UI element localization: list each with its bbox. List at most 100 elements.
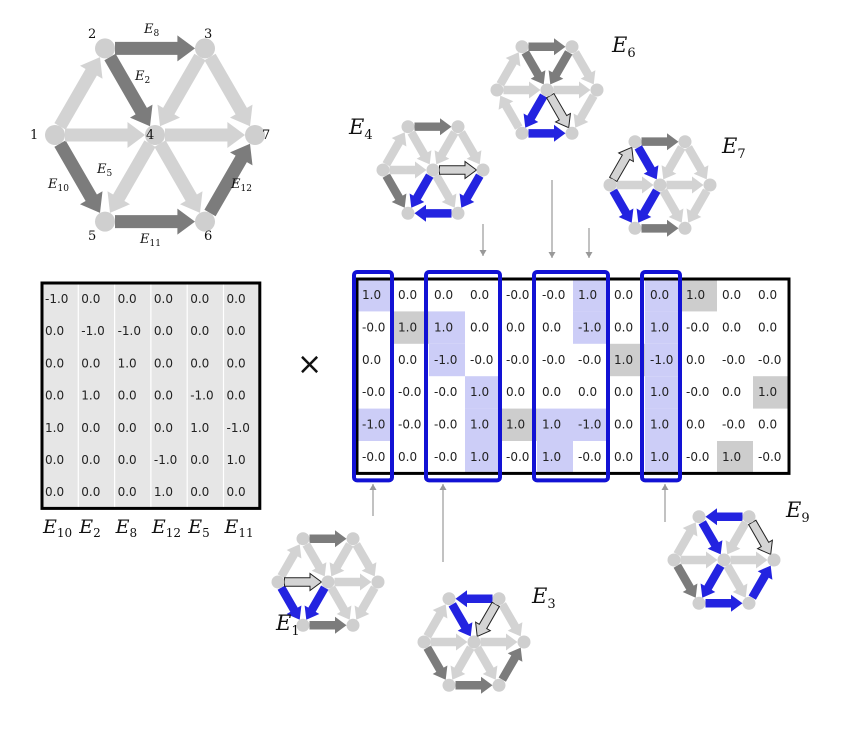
small-graph-e9 — [667, 508, 781, 612]
left-matrix-cell: 1.0 — [118, 356, 137, 370]
ge6-edge-5-6 — [528, 124, 566, 142]
ge4-edge-1-4 — [389, 161, 427, 179]
ge4-edge-6-5 — [414, 204, 452, 222]
right-matrix-cell: 1.0 — [542, 418, 561, 432]
left-matrix-cell: 0.0 — [227, 324, 246, 338]
big-node-5 — [95, 211, 115, 232]
ge1-edge-2-3 — [309, 530, 347, 548]
ge7-edge-4-5 — [636, 188, 661, 223]
right-matrix-cell: -1.0 — [434, 353, 457, 367]
right-matrix-cell-shade — [537, 408, 573, 441]
left-matrix-cell: 0.0 — [118, 389, 137, 403]
node-label-7: 7 — [262, 128, 270, 143]
right-matrix-cell-shade — [501, 408, 537, 441]
ge9-edge-2-4 — [698, 520, 723, 555]
ge7-node-5 — [628, 221, 642, 235]
right-matrix-cell-shade — [429, 343, 465, 377]
left-matrix-cell: 0.0 — [154, 421, 173, 435]
ge6-edge-7-6 — [573, 93, 598, 128]
left-matrix-cell: 0.0 — [81, 421, 100, 435]
ge1-edge-4-6 — [327, 585, 352, 620]
left-matrix-cell: 0.0 — [227, 356, 246, 370]
edge-label-e10: E10 — [47, 177, 69, 194]
ge3-edge-3-7 — [498, 602, 523, 637]
right-matrix-cell: 0.0 — [758, 288, 777, 302]
left-matrix-cell: 0.0 — [118, 485, 137, 499]
ge7-node-6 — [678, 221, 692, 235]
connector-arrowhead — [548, 252, 556, 258]
right-matrix-cell: 1.0 — [470, 418, 489, 432]
right-matrix-cell: -0.0 — [686, 450, 709, 464]
small-graph-labels: E1 E3 E4 E6 E7 E9 — [275, 33, 810, 639]
right-matrix-cell: -0.0 — [578, 450, 601, 464]
ge7-edge-3-4 — [661, 145, 686, 180]
right-matrix-cell: 0.0 — [470, 320, 489, 334]
ge6-edge-3-4 — [548, 50, 573, 85]
right-matrix-cell-shade — [573, 408, 609, 441]
left-matrix-column-label: E10 — [42, 516, 72, 540]
left-matrix-cell: 1.0 — [227, 453, 246, 467]
left-matrix-cell: 1.0 — [190, 421, 209, 435]
right-matrix-cell-shade — [465, 441, 501, 474]
big-node-3 — [195, 38, 215, 59]
ge6-node-1 — [490, 83, 504, 97]
left-matrix-cell: -1.0 — [118, 324, 141, 338]
left-matrix-column-label: E12 — [151, 516, 181, 540]
ge1-edge-5-6 — [309, 616, 347, 634]
ge4-edge-3-4 — [434, 130, 459, 165]
big-edge-3-4 — [157, 53, 206, 127]
ge1-node-2 — [296, 532, 310, 546]
right-matrix-cell-shade — [645, 408, 681, 441]
left-matrix-cell: 0.0 — [190, 324, 209, 338]
right-matrix-cell: 0.0 — [398, 450, 417, 464]
left-matrix-cell: -1.0 — [81, 324, 104, 338]
left-matrix-cell: 0.0 — [154, 389, 173, 403]
edge-label-e2: E2 — [134, 69, 150, 86]
ge9-edge-3-4 — [725, 520, 750, 555]
reference-graph — [45, 35, 265, 235]
right-matrix-cell: -0.0 — [542, 288, 565, 302]
ge4-node-3 — [451, 120, 465, 134]
ge1-edge-1-5 — [277, 585, 302, 620]
right-matrix-cell: 1.0 — [650, 320, 669, 334]
right-matrix-cell: -0.0 — [722, 418, 745, 432]
graph-label-e3: E3 — [531, 584, 556, 612]
left-matrix-cell: 0.0 — [190, 453, 209, 467]
graph-label-e1: E1 — [275, 611, 300, 639]
left-matrix-cell: -1.0 — [45, 292, 68, 306]
left-matrix-column-label: E8 — [115, 516, 138, 540]
ge6-edge-5-1 — [498, 95, 523, 130]
right-matrix-cell: 0.0 — [614, 385, 633, 399]
ge1-edge-3-4 — [329, 542, 354, 577]
ge4-edge-7-6 — [459, 173, 484, 208]
right-matrix-cell: 1.0 — [470, 385, 489, 399]
right-matrix-cell: 0.0 — [686, 418, 705, 432]
column-highlight-box — [532, 270, 610, 483]
right-matrix-cell: -0.0 — [686, 320, 709, 334]
ge6-hollow-arrow — [545, 92, 572, 129]
ge7-hollow-arrow — [608, 146, 635, 183]
left-matrix-cell: 0.0 — [227, 389, 246, 403]
left-matrix-cell: 0.0 — [45, 324, 64, 338]
column-highlight-box — [424, 270, 502, 483]
ge7-edge-2-4 — [634, 145, 659, 180]
left-matrix-cell: 0.0 — [81, 292, 100, 306]
ge4-node-7 — [476, 163, 490, 177]
ge7-edge-5-6 — [641, 219, 679, 237]
right-matrix-cell: 0.0 — [398, 288, 417, 302]
ge3-edge-6-7 — [498, 647, 523, 682]
right-matrix-cell-shade — [717, 441, 753, 474]
right-matrix-cell: 0.0 — [758, 418, 777, 432]
big-edge-5-6 — [115, 208, 195, 235]
ge4-edge-1-2 — [382, 132, 407, 167]
ge3-node-5 — [442, 678, 456, 692]
left-matrix-cell: -1.0 — [190, 389, 213, 403]
right-matrix-cell-shade — [393, 311, 429, 344]
left-matrix-cell: 0.0 — [45, 356, 64, 370]
right-matrix-cell: -1.0 — [650, 353, 673, 367]
column-highlight-box — [352, 270, 394, 483]
connector-arrowhead — [585, 252, 593, 258]
node-label-2: 2 — [88, 27, 96, 42]
big-edge-1-5 — [54, 140, 103, 213]
